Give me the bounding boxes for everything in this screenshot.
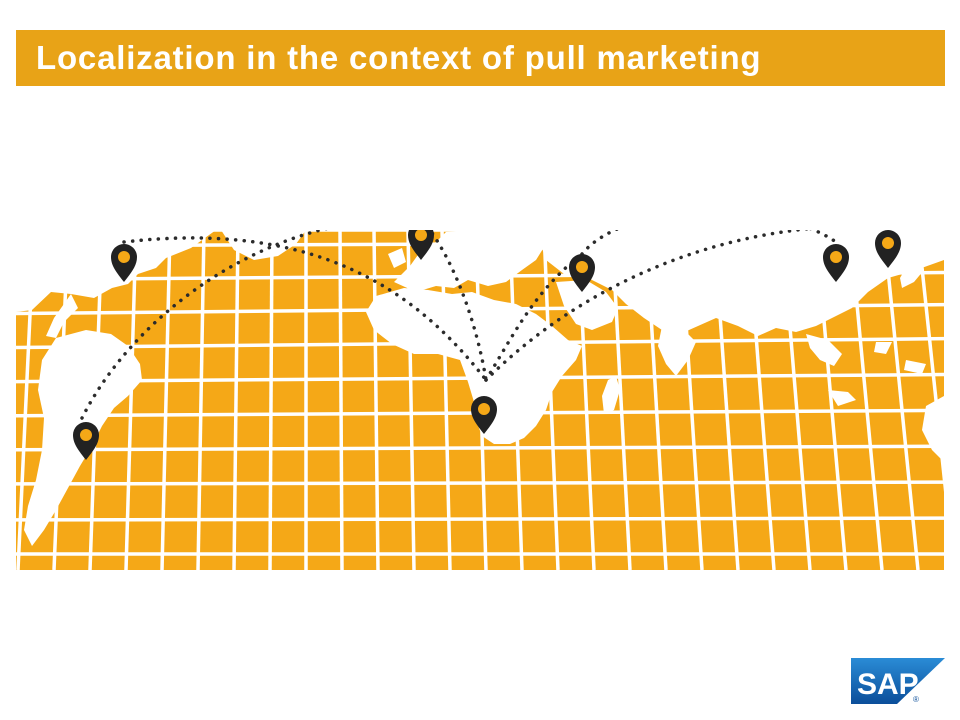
- sap-logo: SAP ®: [851, 658, 945, 704]
- land-japan: [900, 258, 924, 288]
- route-south-america-europe: [80, 230, 329, 420]
- land-madagascar: [602, 376, 620, 414]
- route-south-africa-japan: [484, 230, 814, 382]
- registered-mark: ®: [913, 695, 919, 704]
- sap-logo-text: SAP: [857, 668, 919, 701]
- world-map-graphic: [16, 230, 944, 570]
- slide-title: Localization in the context of pull mark…: [36, 39, 762, 76]
- world-map: [16, 230, 944, 570]
- map-grid: [16, 230, 944, 570]
- land-africa: [366, 288, 582, 444]
- land-europe: [394, 230, 546, 292]
- routes: [80, 230, 838, 420]
- title-bar: Localization in the context of pull mark…: [16, 30, 945, 86]
- route-north-america-south-africa: [122, 236, 488, 382]
- continents: [16, 230, 944, 546]
- route-europe-south-africa: [427, 230, 488, 382]
- sap-logo-graphic: SAP ®: [851, 658, 945, 704]
- land-greenland: [221, 230, 306, 260]
- land-australia: [922, 396, 944, 462]
- land-india: [658, 326, 696, 376]
